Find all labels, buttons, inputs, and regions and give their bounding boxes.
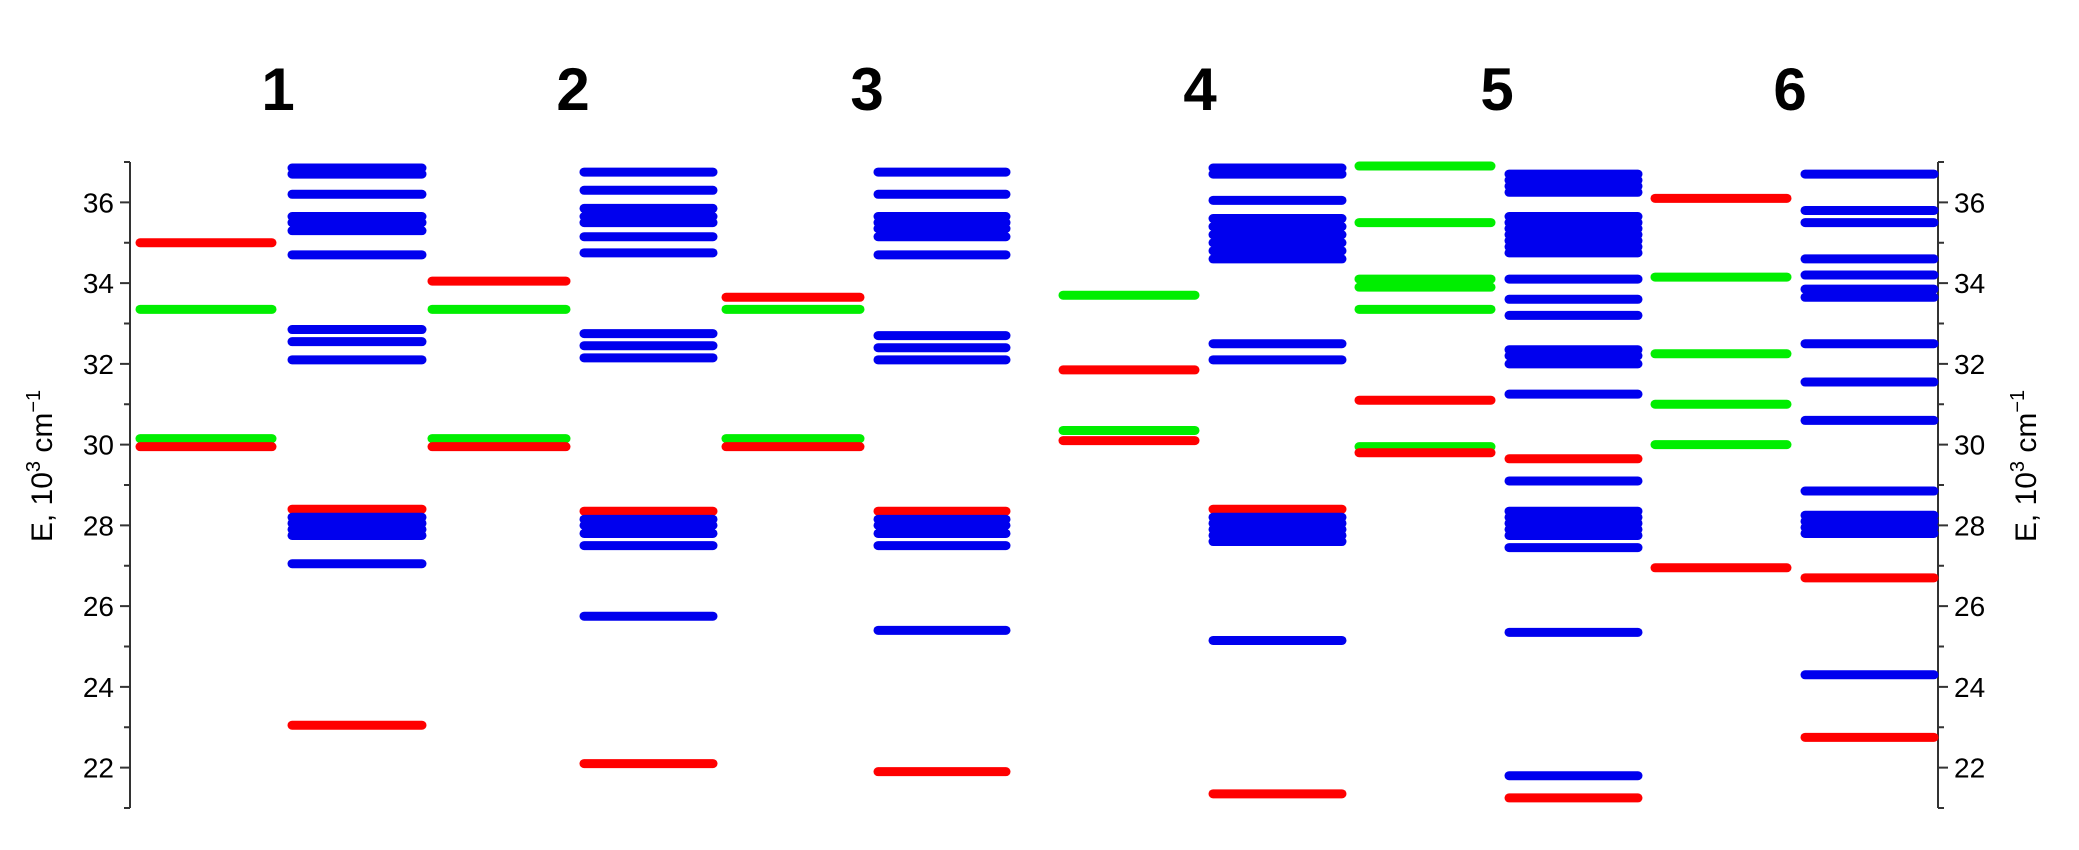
y-tick-label: 24 [83,672,114,703]
y-tick-label: 32 [1954,349,1985,380]
energy-levels [135,161,1939,803]
compound-label: 3 [850,56,883,123]
y-tick-label: 28 [1954,510,1985,541]
axes: 22 24 26 28 30 32 34 36 22 24 26 28 30 32 34 36 [83,161,1985,809]
y-label-sup2: −1 [23,390,45,413]
y-label-mid: cm [26,413,59,461]
y-tick-label: 36 [1954,187,1985,218]
compound-label: 6 [1773,56,1806,123]
y-tick-label: 26 [83,591,114,622]
y-tick-label: 26 [1954,591,1985,622]
y-tick-label: 32 [83,349,114,380]
y-tick-label: 28 [83,510,114,541]
y-tick-label: 30 [83,430,114,461]
y-label-sup1: 3 [23,461,45,472]
y-label-prefix: E, 10 [2010,472,2043,542]
y-tick-label: 34 [1954,268,1985,299]
compound-label: 4 [1183,56,1217,123]
y-label-prefix: E, 10 [26,472,59,542]
y-axis-label-left: E, 103 cm−1 [23,390,59,542]
compound-label: 1 [261,56,294,123]
column-labels: 1 2 3 4 5 6 [261,56,1806,123]
compound-label: 2 [556,56,589,123]
y-tick-label: 30 [1954,430,1985,461]
y-tick-label: 34 [83,268,114,299]
left-ticks: 22 24 26 28 30 32 34 36 [83,161,130,809]
y-label-sup1: 3 [2007,461,2029,472]
compound-label: 5 [1480,56,1513,123]
y-tick-label: 22 [1954,753,1985,784]
y-tick-label: 24 [1954,672,1985,703]
y-label-sup2: −1 [2007,390,2029,413]
y-label-mid: cm [2010,413,2043,461]
right-ticks: 22 24 26 28 30 32 34 36 [1938,161,1985,809]
y-axis-label-right: E, 103 cm−1 [2007,390,2043,542]
y-tick-label: 22 [83,753,114,784]
y-tick-label: 36 [83,187,114,218]
